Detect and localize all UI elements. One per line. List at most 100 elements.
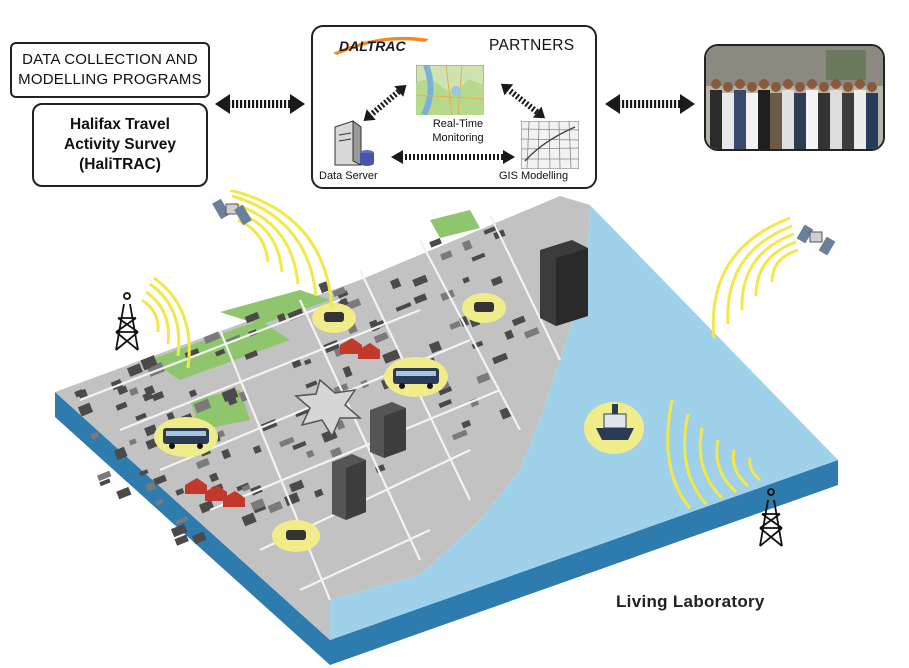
person-head <box>795 82 805 92</box>
city-block <box>170 523 188 538</box>
person-body <box>782 90 794 149</box>
city-block <box>241 484 251 492</box>
city-block <box>332 286 347 297</box>
city-block <box>476 372 491 384</box>
city-block <box>174 534 189 546</box>
city-block <box>151 391 165 402</box>
city-block <box>117 385 129 396</box>
car-icon <box>474 302 494 312</box>
city-block <box>140 355 158 370</box>
city-block <box>490 275 503 287</box>
city-block <box>305 380 318 389</box>
city-block <box>461 419 472 429</box>
person-body <box>722 93 734 149</box>
city-block <box>451 429 468 441</box>
living-laboratory-city <box>55 190 838 665</box>
data-server-label: Data Server <box>319 170 378 182</box>
slab-front-side <box>330 460 838 665</box>
city-block <box>304 358 312 366</box>
city-block <box>241 512 257 527</box>
city-block <box>267 501 283 514</box>
city-block <box>523 327 540 339</box>
car-icon <box>286 530 306 540</box>
city-block <box>491 352 509 365</box>
city-block <box>440 289 455 302</box>
city-block <box>382 349 401 364</box>
server-icon <box>334 120 374 166</box>
double-arrow-icon <box>215 94 305 114</box>
daltrac-logo: DALTRAC <box>333 36 429 55</box>
person-body <box>770 93 782 149</box>
halitrac-label: Halifax Travel Activity Survey (HaliTRAC… <box>64 116 176 173</box>
city-block <box>429 238 442 248</box>
city-block <box>373 331 389 344</box>
person-head <box>819 82 829 92</box>
park <box>150 320 290 380</box>
person-head <box>759 79 769 89</box>
city-block <box>318 281 330 294</box>
person-head <box>735 79 745 89</box>
partners-title: PARTNERS <box>489 37 575 54</box>
cell-tower-icon <box>759 488 783 547</box>
city-block <box>305 449 315 459</box>
bus-icon <box>393 368 439 389</box>
city-block <box>438 386 453 396</box>
gis-label: GIS Modelling <box>499 170 569 182</box>
person-head <box>711 79 721 89</box>
city-block <box>483 225 499 235</box>
city-block <box>221 387 239 403</box>
city-block <box>462 276 470 284</box>
people-photo <box>704 44 885 151</box>
person-head <box>771 82 781 92</box>
person-body <box>710 90 722 149</box>
person-body <box>758 90 770 149</box>
partners-arrows <box>363 83 546 164</box>
city-block <box>175 516 189 525</box>
citadel-star <box>294 378 363 438</box>
city-block <box>221 448 232 460</box>
city-block <box>135 412 147 421</box>
city-block <box>250 498 266 511</box>
person-body <box>746 93 758 149</box>
person-body <box>830 90 842 149</box>
city-block <box>115 401 128 411</box>
city-block <box>143 385 156 396</box>
person-head <box>807 79 817 89</box>
city-block <box>395 302 412 312</box>
satellite-icon <box>796 224 836 256</box>
person-head <box>783 79 793 89</box>
city-block <box>195 457 210 470</box>
person-body <box>842 93 854 149</box>
park <box>430 210 480 238</box>
person-body <box>806 90 818 149</box>
city-block <box>471 340 484 350</box>
realtime-label: Real-Time Monitoring <box>432 118 484 144</box>
city-block <box>155 498 165 506</box>
halitrac-survey-box: Halifax Travel Activity Survey (HaliTRAC… <box>32 103 208 187</box>
city-block <box>175 488 185 496</box>
grid-map-icon <box>521 121 579 169</box>
city-block <box>188 389 198 398</box>
city-block <box>330 446 343 458</box>
person-body <box>734 90 746 149</box>
city-block <box>144 424 158 437</box>
person-head <box>723 82 733 92</box>
city-block <box>193 398 212 414</box>
cell-tower-icon <box>115 292 139 351</box>
satellite-icon <box>212 198 252 226</box>
map-icon <box>416 65 484 115</box>
city-block <box>292 440 307 451</box>
car-icon <box>324 312 344 322</box>
city-block <box>97 470 112 482</box>
city-block <box>294 407 311 418</box>
city-block <box>192 531 207 545</box>
city-block <box>279 436 295 448</box>
city-block <box>252 445 262 454</box>
person-body <box>854 90 866 149</box>
city-block <box>412 274 429 287</box>
city-block <box>145 481 157 492</box>
city-block <box>116 486 132 500</box>
city-block <box>209 472 219 483</box>
city-block <box>90 431 100 440</box>
city-block <box>428 340 442 354</box>
